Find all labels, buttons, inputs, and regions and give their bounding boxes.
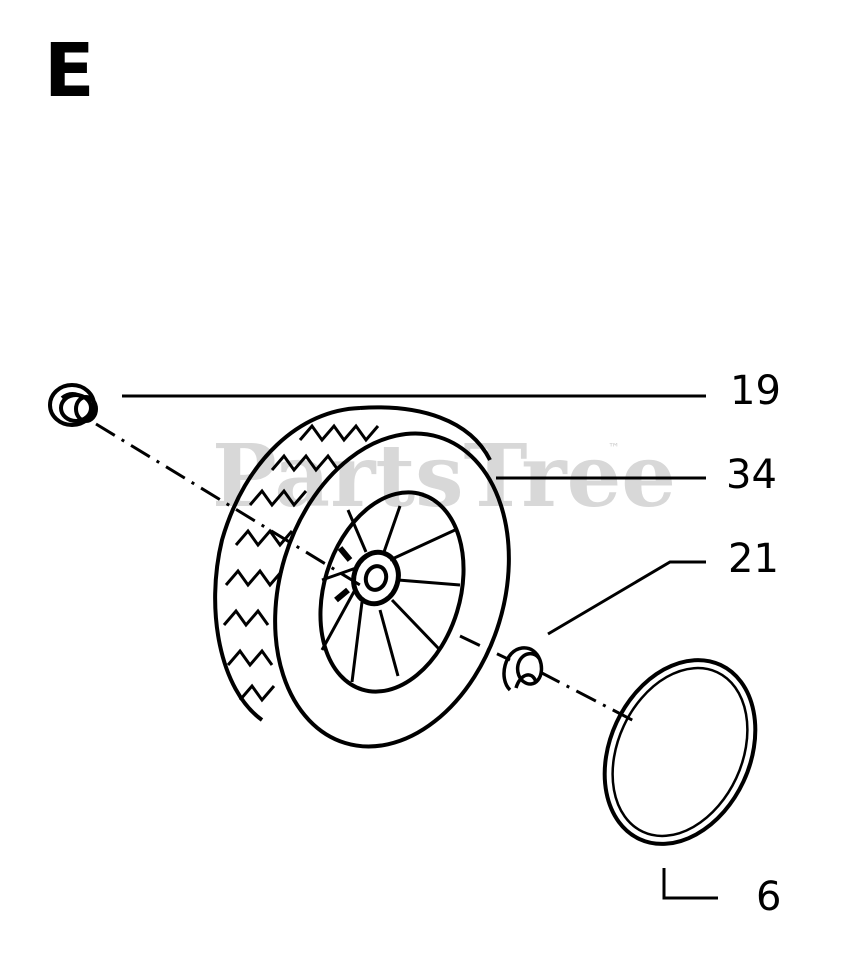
callout-21: 21	[728, 536, 779, 582]
leader-line-21	[547, 560, 706, 636]
leader-line-6	[662, 868, 718, 900]
part-21-clip	[502, 646, 544, 692]
callout-6: 6	[756, 874, 781, 920]
part-19-cap	[48, 383, 98, 427]
part-34-wheel	[213, 405, 511, 749]
callout-34: 34	[726, 452, 777, 498]
part-6-ring	[602, 658, 758, 846]
callout-19: 19	[730, 368, 781, 414]
watermark-trademark: ™	[608, 441, 620, 455]
section-letter: E	[44, 28, 95, 114]
